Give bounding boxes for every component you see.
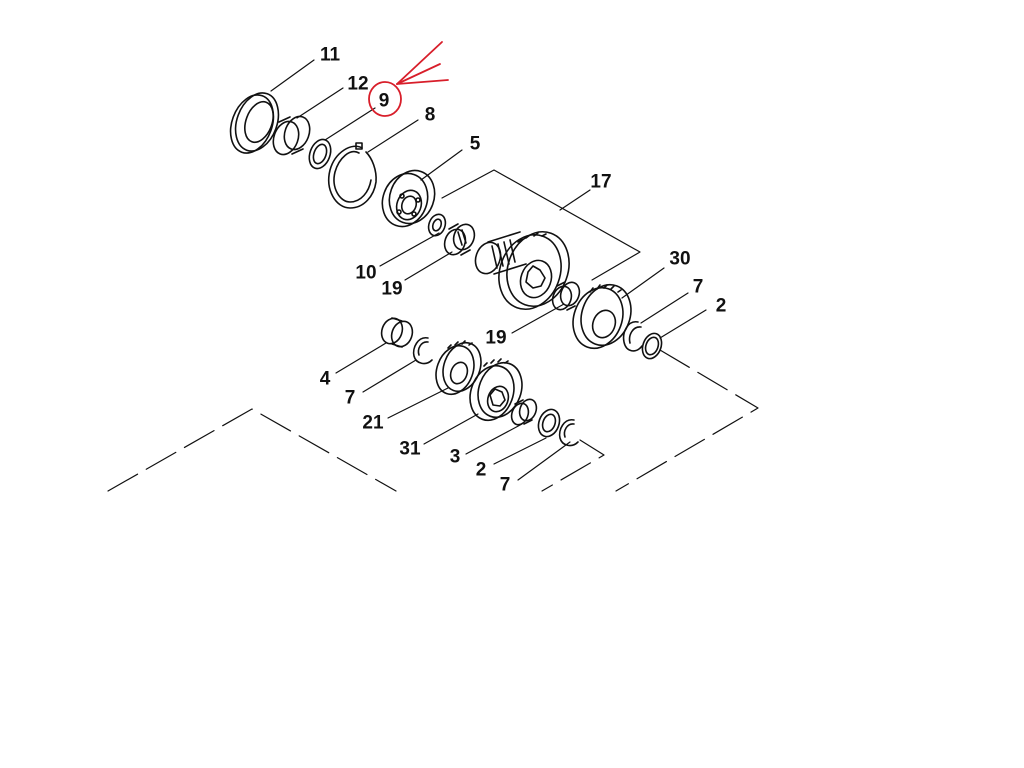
part-8-snap-ring <box>328 142 377 209</box>
callout-5: 5 <box>469 133 481 155</box>
callout-4: 4 <box>319 368 331 390</box>
callout-2-lower: 2 <box>475 459 487 481</box>
callout-7-lower: 7 <box>499 474 511 496</box>
callout-11: 11 <box>319 44 341 66</box>
callout-7-left: 7 <box>344 387 356 409</box>
part-7-snap-ring-right <box>622 321 643 352</box>
highlight-mark <box>368 41 449 117</box>
part-4-needle-bearing <box>380 317 414 348</box>
part-5-bearing <box>381 169 436 228</box>
callout-21: 21 <box>362 412 384 434</box>
part-30-gear <box>572 283 632 350</box>
part-31-gear <box>469 358 523 422</box>
callout-19-upper: 19 <box>381 278 403 300</box>
part-7-snap-ring-left <box>412 337 433 365</box>
part-21-gear <box>435 340 482 396</box>
part-19-needle-bearing-lower <box>551 281 581 311</box>
callout-31: 31 <box>399 438 421 460</box>
part-19-needle-bearing-upper <box>443 223 476 256</box>
callout-10: 10 <box>355 262 377 284</box>
callout-3: 3 <box>449 446 461 468</box>
part-9-ring <box>308 138 332 170</box>
part-10-washer <box>427 213 447 237</box>
callout-12: 12 <box>347 73 369 95</box>
part-12-bushing <box>272 115 311 156</box>
assembly-lines <box>107 349 759 492</box>
part-3-needle-bearing <box>510 398 538 426</box>
part-2-washer-lower <box>537 408 561 438</box>
callout-8: 8 <box>424 104 436 126</box>
part-11-washer <box>229 92 280 154</box>
callout-19-lower: 19 <box>485 327 507 349</box>
callout-17: 17 <box>590 171 612 193</box>
part-7-snap-ring-lower <box>558 419 579 447</box>
callout-30: 30 <box>669 248 691 270</box>
part-2-washer-right <box>641 332 663 360</box>
leader-lines <box>270 59 707 481</box>
callout-2-right: 2 <box>715 295 727 317</box>
part-17-gear-shaft <box>474 231 570 310</box>
callout-9: 9 <box>378 90 390 112</box>
callout-7-right: 7 <box>692 276 704 298</box>
